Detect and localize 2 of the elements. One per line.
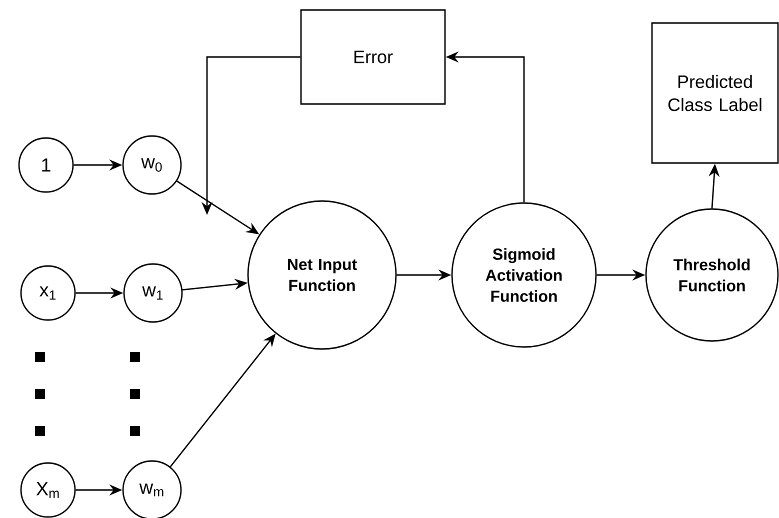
- error-box: Error: [300, 9, 446, 105]
- output-box: Predicted Class Label: [651, 22, 779, 164]
